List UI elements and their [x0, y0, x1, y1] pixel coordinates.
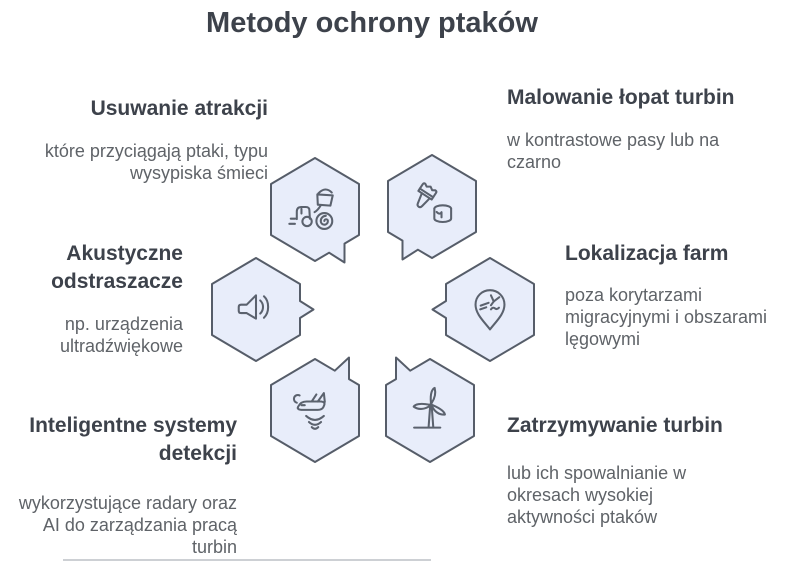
method-description: np. urządzenia ultradźwiękowe: [59, 314, 183, 356]
page-title: Metody ochrony ptaków: [206, 7, 538, 39]
bottom-divider-line: [63, 559, 431, 561]
hexagon-akustyczne-odstraszacze: [206, 257, 315, 362]
plane-radar-icon: [292, 391, 326, 430]
method-usuwanie-atrakcji: Usuwanie atrakcji które przyciągają ptak…: [30, 95, 268, 184]
method-heading: Usuwanie atrakcji: [90, 97, 268, 120]
method-heading: Zatrzymywanie turbin: [507, 414, 723, 437]
hexagon-malowanie-lopat: [382, 154, 482, 261]
method-description: poza korytarzami migracyjnymi i obszaram…: [565, 285, 768, 349]
wind-turbine-icon: [412, 386, 446, 429]
method-description: które przyciągają ptaki, typu wysypiska …: [44, 141, 268, 183]
garbage-removal-icon: [288, 187, 334, 230]
hexagon-zatrzymywanie-turbin: [380, 356, 480, 463]
hexagon-usuwanie-atrakcji: [265, 157, 365, 264]
paint-brush-bucket-icon: [416, 181, 453, 223]
method-inteligentne-systemy: Inteligentne systemy detekcji wykorzystu…: [0, 412, 237, 558]
method-description: w kontrastowe pasy lub na czarno: [507, 130, 720, 172]
method-malowanie-lopat: Malowanie łopat turbin w kontrastowe pas…: [507, 84, 759, 173]
method-description: lub ich spowalnianie w okresach wysokiej…: [507, 463, 687, 527]
method-lokalizacja-farm: Lokalizacja farm poza korytarzami migrac…: [565, 240, 790, 350]
method-description: wykorzystujące radary oraz AI do zarządz…: [18, 493, 237, 557]
method-akustyczne-odstraszacze: Akustyczne odstraszacze np. urządzenia u…: [0, 240, 183, 357]
method-heading: Inteligentne systemy detekcji: [29, 414, 237, 465]
method-heading: Lokalizacja farm: [565, 242, 729, 265]
method-heading: Akustyczne odstraszacze: [51, 242, 183, 293]
hexagon-shape: [387, 154, 477, 261]
speaker-icon: [237, 293, 270, 320]
location-pin-bird-icon: [474, 288, 506, 330]
method-heading: Malowanie łopat turbin: [507, 86, 735, 109]
hexagon-lokalizacja-farm: [431, 257, 540, 362]
hexagon-inteligentne-systemy: [265, 356, 365, 463]
method-zatrzymywanie-turbin: Zatrzymywanie turbin lub ich spowalniani…: [507, 412, 737, 528]
hexagon-shape: [431, 257, 535, 362]
